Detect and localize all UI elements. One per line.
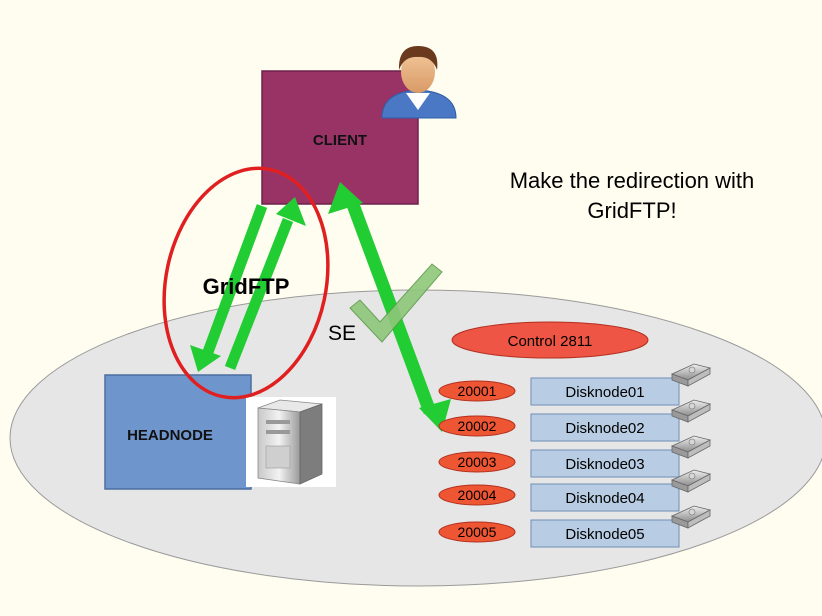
disknode-label: Disknode01 <box>565 384 644 401</box>
gridftp-arrow-up <box>224 197 306 371</box>
gridftp-label: GridFTP <box>203 274 290 299</box>
message-line-2: GridFTP! <box>587 198 676 223</box>
server-tower-icon <box>246 397 336 487</box>
port-label: 20002 <box>458 418 497 434</box>
port-20004: 20004 <box>438 484 516 506</box>
port-label: 20004 <box>458 487 497 503</box>
headnode-box <box>104 374 252 490</box>
disknode-04: Disknode04 <box>530 469 711 512</box>
headnode-label: HEADNODE <box>127 427 213 444</box>
gridftp-highlight-ring <box>162 166 330 400</box>
disknode-01: Disknode01 <box>530 363 711 406</box>
disknode-label: Disknode05 <box>565 526 644 543</box>
control-label: Control 2811 <box>508 333 593 350</box>
disknode-label: Disknode02 <box>565 420 644 437</box>
disknode-02: Disknode02 <box>530 399 711 442</box>
client-label: CLIENT <box>313 132 367 149</box>
client-box <box>261 70 419 205</box>
disknode-label: Disknode03 <box>565 456 644 473</box>
disknode-03: Disknode03 <box>530 435 711 478</box>
se-label: SE <box>328 322 356 345</box>
port-20003: 20003 <box>438 451 516 473</box>
port-20005: 20005 <box>438 521 516 543</box>
port-20002: 20002 <box>438 415 516 437</box>
disknode-05: Disknode05 <box>530 505 711 548</box>
checkmark-icon <box>349 263 443 343</box>
port-label: 20005 <box>458 524 497 540</box>
message-line-1: Make the redirection with <box>510 168 755 193</box>
port-20001: 20001 <box>438 380 516 402</box>
user-avatar-icon <box>381 46 457 119</box>
control-ellipse <box>451 321 649 359</box>
port-label: 20003 <box>458 454 497 470</box>
port-label: 20001 <box>458 383 497 399</box>
disknode-label: Disknode04 <box>565 490 644 507</box>
gridftp-arrow-down <box>190 204 268 372</box>
